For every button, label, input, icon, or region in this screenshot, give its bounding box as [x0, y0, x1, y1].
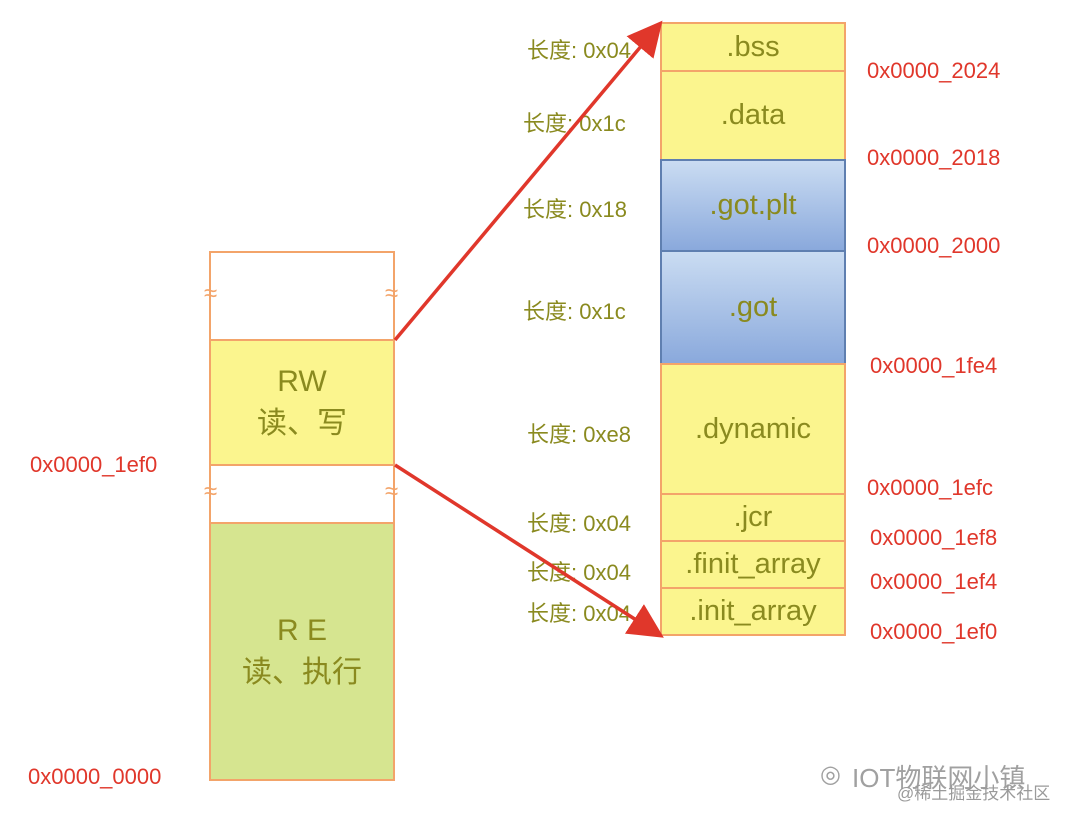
- section-address: 0x0000_2024: [867, 58, 1001, 83]
- segment-re-desc: 读、执行: [242, 655, 362, 689]
- section-length: 长度: 0xe8: [527, 422, 631, 447]
- section-address: 0x0000_1fe4: [870, 353, 998, 378]
- section-length: 长度: 0x04: [527, 38, 631, 63]
- section-name: .dynamic: [694, 412, 812, 445]
- arrow-rw-bottom-to-init-array: [394, 463, 664, 638]
- section-address: 0x0000_1ef0: [870, 619, 998, 644]
- section-name: .got: [728, 291, 778, 323]
- section-length: 长度: 0x1c: [523, 299, 626, 324]
- address-label: 0x0000_1ef0: [30, 452, 158, 477]
- section-init-array: .init_array: [660, 587, 846, 636]
- address-label: 0x0000_0000: [28, 764, 162, 789]
- section-address: 0x0000_2000: [867, 233, 1001, 258]
- section-dynamic: .dynamic: [660, 363, 846, 495]
- section-name: .data: [720, 99, 786, 131]
- section-length: 长度: 0x04: [527, 511, 631, 536]
- section-name: .bss: [726, 30, 780, 63]
- break-mark-icon: ≈: [204, 280, 218, 307]
- break-mark-icon: ≈: [385, 280, 399, 307]
- section-got-plt: .got.plt: [660, 159, 846, 252]
- section-address: 0x0000_1efc: [867, 475, 993, 500]
- segment-top-gap: [209, 251, 395, 341]
- section-name: .got.plt: [709, 189, 797, 221]
- segment-rw: RW 读、写: [209, 339, 395, 466]
- watermark-title: IOT物联网小镇: [852, 763, 1026, 793]
- arrow-rw-top-to-bss: [393, 20, 663, 342]
- section-address: 0x0000_1ef4: [870, 569, 998, 594]
- segment-re-title: R E: [276, 613, 327, 647]
- section-name: .jcr: [733, 501, 773, 533]
- section-length: 长度: 0x18: [523, 197, 627, 222]
- section-name: .init_array: [689, 595, 817, 627]
- section-address: 0x0000_2018: [867, 145, 1001, 170]
- section-data: .data: [660, 70, 846, 161]
- section-jcr: .jcr: [660, 493, 846, 542]
- section-name: .finit_array: [685, 548, 821, 580]
- watermark-subtitle: @稀土掘金技术社区: [897, 784, 1051, 803]
- segment-re: R E 读、执行: [209, 522, 395, 781]
- wechat-icon: ◎: [820, 761, 841, 788]
- section-got: .got: [660, 250, 846, 365]
- break-mark-icon: ≈: [204, 478, 218, 505]
- section-length: 长度: 0x04: [527, 560, 631, 585]
- section-address: 0x0000_1ef8: [870, 525, 998, 550]
- break-mark-icon: ≈: [385, 478, 399, 505]
- segment-rw-desc: 读、写: [257, 406, 347, 440]
- segment-rw-title: RW: [277, 364, 327, 398]
